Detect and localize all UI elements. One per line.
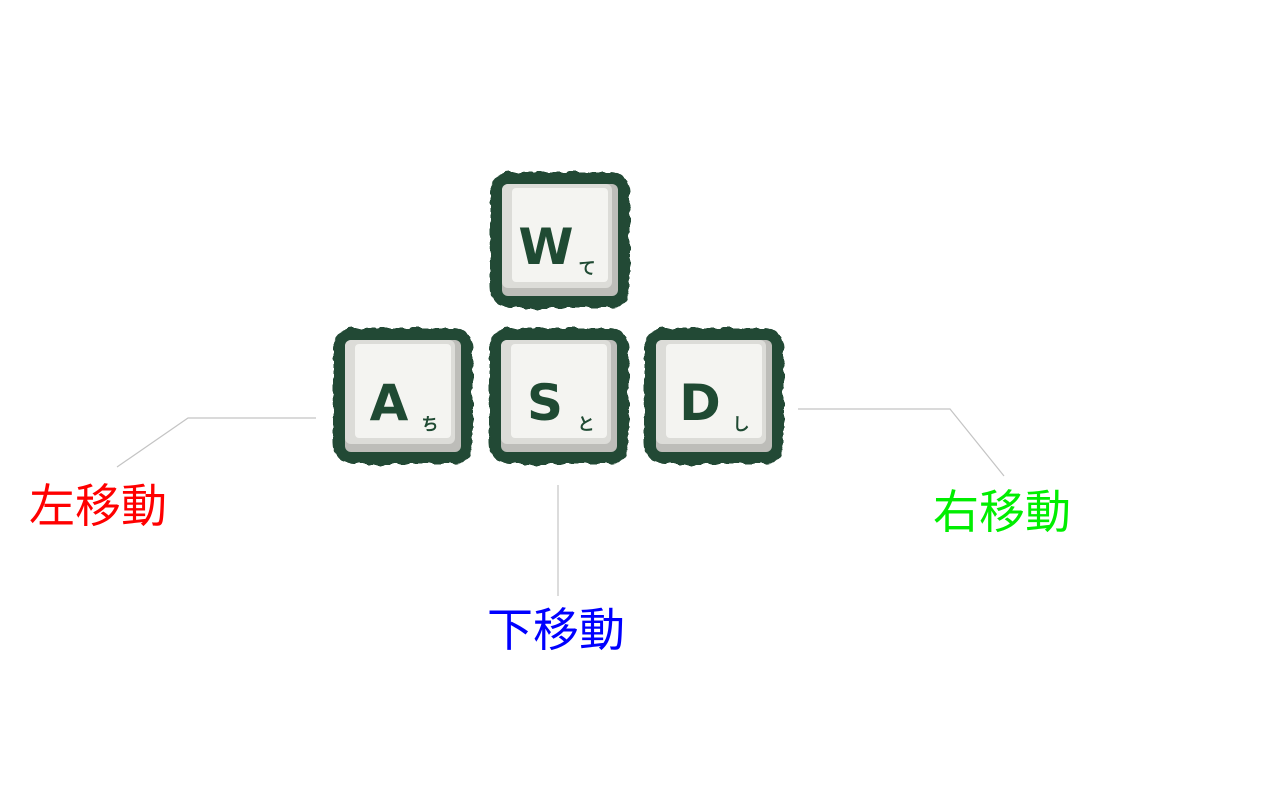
key-a-face bbox=[355, 344, 451, 438]
key-w-letter: W bbox=[518, 218, 573, 276]
key-a-kana: ち bbox=[422, 415, 439, 435]
key-s-letter: S bbox=[527, 374, 563, 432]
key-w-kana: て bbox=[579, 259, 596, 279]
leader-line-left bbox=[116, 417, 316, 468]
key-s-face bbox=[511, 344, 607, 438]
key-a-letter: A bbox=[370, 374, 409, 432]
key-d-face bbox=[666, 344, 762, 438]
key-w: W て bbox=[490, 172, 630, 308]
label-right-move: 右移動 bbox=[933, 485, 1071, 539]
key-s-kana: と bbox=[578, 415, 595, 435]
key-d-letter: D bbox=[679, 374, 721, 432]
leader-line-right bbox=[798, 408, 1005, 477]
label-down-move: 下移動 bbox=[487, 603, 625, 657]
key-w-face bbox=[512, 188, 608, 282]
label-left-move: 左移動 bbox=[29, 479, 167, 533]
key-a: A ち bbox=[333, 328, 473, 464]
key-d-kana: し bbox=[733, 415, 750, 435]
key-s: S と bbox=[489, 328, 629, 464]
key-d: D し bbox=[644, 328, 784, 464]
